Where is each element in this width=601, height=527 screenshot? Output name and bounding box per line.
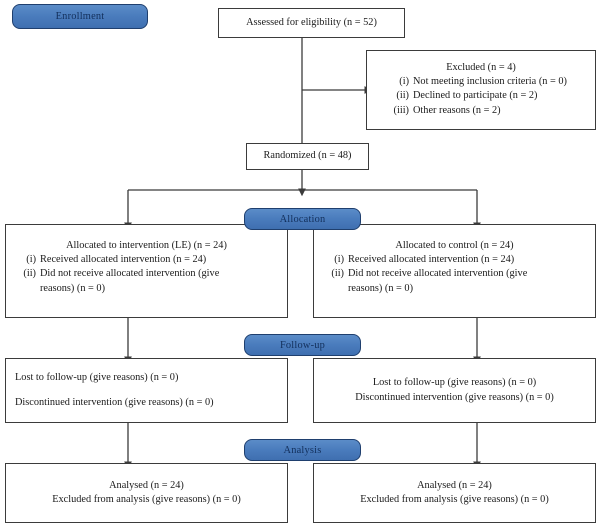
allocation-right-item: (ii) Did not receive allocated intervent… [320, 267, 589, 281]
allocation-right-item-text2: reasons) (n = 0) [348, 282, 413, 294]
allocation-left-item-text: Received allocated intervention (n = 24) [40, 254, 207, 266]
analysis-right-excluded: Excluded from analysis (give reasons) (n… [360, 494, 549, 505]
excluded-item-numeral: (ii) [396, 90, 409, 102]
allocation-left-item: (ii) Did not receive allocated intervent… [12, 267, 281, 281]
banner-analysis: Analysis [244, 439, 361, 461]
box-analysis-right: Analysed (n = 24) Excluded from analysis… [313, 463, 596, 523]
box-followup-left: Lost to follow-up (give reasons) (n = 0)… [5, 358, 288, 423]
excluded-title: Excluded (n = 4) [446, 62, 516, 73]
box-assessed-for-eligibility: Assessed for eligibility (n = 52) [218, 8, 405, 38]
analysis-left-analysed: Analysed (n = 24) [109, 479, 184, 491]
excluded-item-text: Not meeting inclusion criteria (n = 0) [413, 76, 567, 88]
box-analysis-left: Analysed (n = 24) Excluded from analysis… [5, 463, 288, 523]
allocation-left-item-cont: reasons) (n = 0) [12, 282, 281, 296]
allocation-left-item-numeral: (ii) [23, 268, 36, 280]
allocation-left-item-text2: reasons) (n = 0) [40, 282, 105, 294]
excluded-item-text: Declined to participate (n = 2) [413, 90, 538, 102]
allocation-left-title: Allocated to intervention (LE) (n = 24) [66, 240, 227, 251]
excluded-item-text: Other reasons (n = 2) [413, 104, 501, 116]
assessed-text: Assessed for eligibility (n = 52) [246, 16, 377, 28]
banner-enrollment: Enrollment [12, 4, 148, 29]
allocation-left-item: (i) Received allocated intervention (n =… [12, 253, 281, 267]
analysis-left-excluded: Excluded from analysis (give reasons) (n… [52, 494, 241, 505]
allocation-right-item-text: Did not receive allocated intervention (… [348, 268, 528, 280]
allocation-left-item-numeral: (i) [26, 254, 36, 266]
allocation-right-item-text: Received allocated intervention (n = 24) [348, 254, 515, 266]
allocation-right-title: Allocated to control (n = 24) [395, 240, 514, 251]
spacer [320, 282, 348, 296]
excluded-item: (iii) Other reasons (n = 2) [385, 104, 589, 118]
banner-allocation: Allocation [244, 208, 361, 230]
allocation-right-item: (i) Received allocated intervention (n =… [320, 253, 589, 267]
allocation-right-item-cont: reasons) (n = 0) [320, 282, 589, 296]
allocation-right-item-numeral: (ii) [331, 268, 344, 280]
excluded-item-numeral: (iii) [393, 104, 409, 116]
banner-analysis-label: Analysis [283, 444, 322, 456]
followup-right-discontinued: Discontinued intervention (give reasons)… [355, 391, 554, 403]
box-excluded: Excluded (n = 4) (i) Not meeting inclusi… [366, 50, 596, 130]
banner-allocation-label: Allocation [279, 213, 326, 225]
excluded-item-numeral: (i) [399, 76, 409, 88]
box-allocation-left: Allocated to intervention (LE) (n = 24) … [5, 224, 288, 318]
allocation-left-item-text: Did not receive allocated intervention (… [40, 268, 220, 280]
box-allocation-right: Allocated to control (n = 24) (i) Receiv… [313, 224, 596, 318]
followup-left-discontinued: Discontinued intervention (give reasons)… [15, 396, 214, 408]
excluded-item: (i) Not meeting inclusion criteria (n = … [385, 75, 589, 89]
analysis-right-analysed: Analysed (n = 24) [417, 479, 492, 491]
randomized-text: Randomized (n = 48) [263, 150, 352, 162]
box-followup-right: Lost to follow-up (give reasons) (n = 0)… [313, 358, 596, 423]
allocation-right-item-numeral: (i) [334, 254, 344, 266]
banner-followup: Follow-up [244, 334, 361, 356]
spacer [12, 282, 40, 296]
box-randomized: Randomized (n = 48) [246, 143, 369, 170]
followup-right-lost: Lost to follow-up (give reasons) (n = 0) [372, 377, 537, 389]
banner-followup-label: Follow-up [279, 339, 326, 351]
spacer [6, 386, 287, 396]
excluded-item: (ii) Declined to participate (n = 2) [385, 89, 589, 103]
followup-left-lost: Lost to follow-up (give reasons) (n = 0) [15, 372, 179, 384]
banner-enrollment-label: Enrollment [55, 11, 105, 22]
